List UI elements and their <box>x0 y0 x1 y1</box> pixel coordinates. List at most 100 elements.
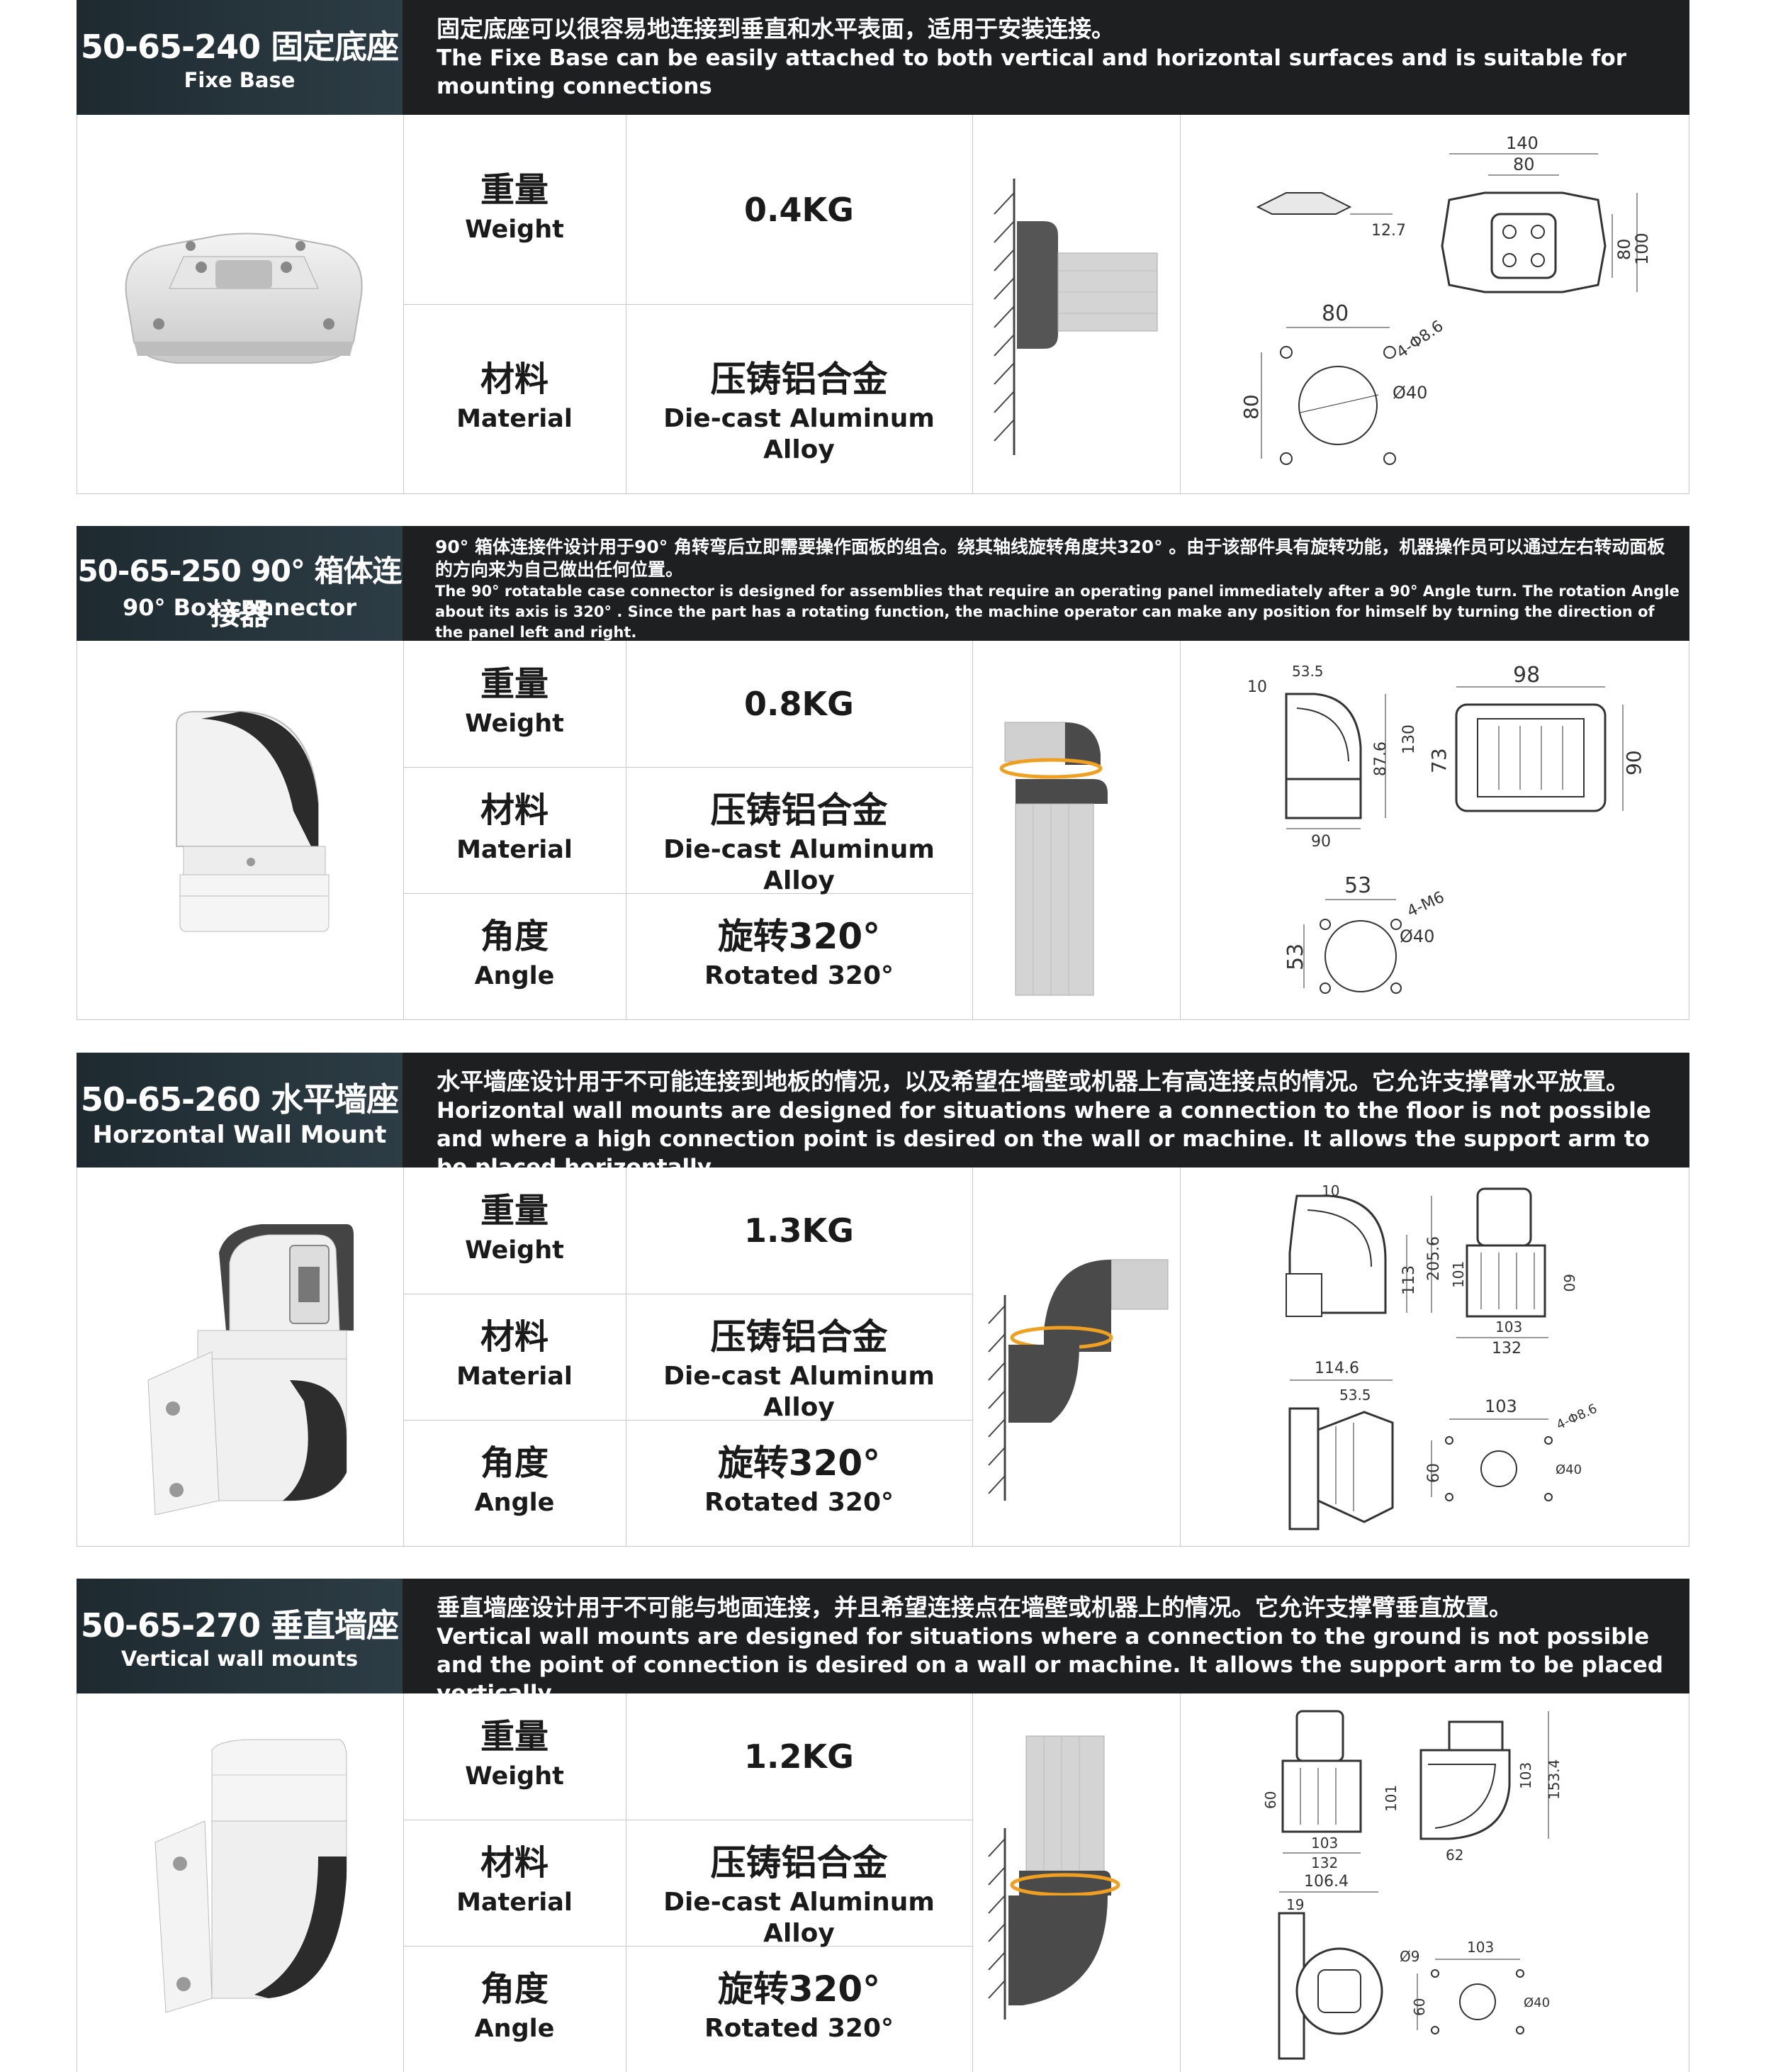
dim-label: 90 <box>1311 833 1331 851</box>
spec-label: 角度 Angle <box>403 1420 626 1546</box>
dim-label: 4-M6 <box>1405 888 1447 921</box>
label-cn: 重量 <box>480 1717 549 1757</box>
product-photo <box>77 1167 404 1546</box>
material-value-cn: 压铸铝合金 <box>710 1316 888 1357</box>
description-cn: 垂直墙座设计用于不可能与地面连接，并且希望连接点在墙壁或机器上的情况。它允许支撑… <box>437 1594 1512 1621</box>
spec-value: 压铸铝合金 Die-cast Aluminum Alloy <box>626 767 973 895</box>
model-badge: 50-65-240 固定底座 Fixe Base <box>77 0 403 115</box>
label-cn: 重量 <box>480 664 549 704</box>
dim-label: 114.6 <box>1315 1360 1359 1377</box>
spec-row-material: 材料 Material 压铸铝合金 Die-cast Aluminum Allo… <box>403 304 973 494</box>
material-value-en: Die-cast Aluminum Alloy <box>663 403 935 464</box>
model-code: 50-65-270 垂直墙座 <box>80 1606 399 1645</box>
model-name-en: Fixe Base <box>184 68 296 92</box>
angle-value-cn: 旋转320° <box>717 1969 881 2010</box>
model-badge: 50-65-270 垂直墙座 Vertical wall mounts <box>77 1579 403 1693</box>
description-en: The 90° rotatable case connector is desi… <box>435 583 1680 641</box>
product-photo <box>77 115 404 493</box>
spec-row-material: 材料 Material 压铸铝合金 Die-cast Aluminum Allo… <box>403 1820 973 1948</box>
dim-label: 80 <box>1614 238 1634 260</box>
mounting-illustration <box>973 115 1181 493</box>
angle-value-cn: 旋转320° <box>717 1443 881 1484</box>
label-cn: 重量 <box>480 1191 549 1231</box>
description-cn: 水平墙座设计用于不可能连接到地板的情况，以及希望在墙壁或机器上有高连接点的情况。… <box>437 1068 1629 1095</box>
material-value-en: Die-cast Aluminum Alloy <box>663 835 935 895</box>
dim-label: Ø40 <box>1556 1462 1582 1477</box>
dim-label: Ø9 <box>1400 1948 1419 1965</box>
spec-label: 材料 Material <box>403 767 626 893</box>
description-cn: 固定底座可以很容易地连接到垂直和水平表面，适用于安装连接。 <box>437 15 1115 43</box>
section-header: 50-65-260 水平墙座 Horzontal Wall Mount 水平墙座… <box>77 1053 1689 1180</box>
material-value-en: Die-cast Aluminum Alloy <box>663 1362 935 1422</box>
spec-row-material: 材料 Material 压铸铝合金 Die-cast Aluminum Allo… <box>403 767 973 895</box>
label-en: Weight <box>465 1762 564 1791</box>
dim-label: 103 <box>1495 1318 1522 1335</box>
label-en: Material <box>456 836 573 864</box>
spec-label: 重量 Weight <box>403 115 626 304</box>
description-en: The Fixe Base can be easily attached to … <box>437 45 1627 99</box>
section-body: 重量 Weight 1.2KG 材料 Material 压铸铝合金 Die-ca… <box>77 1693 1689 2072</box>
label-en: Material <box>456 1888 573 1917</box>
dim-label: 153.4 <box>1546 1759 1563 1800</box>
dim-label: 80 <box>1513 155 1535 174</box>
technical-drawing: 60 101 103 132 103 153.4 62 106.4 19 Ø9 <box>1180 1693 1689 2072</box>
spec-label: 角度 Angle <box>403 1946 626 2072</box>
dim-label: 10 <box>1247 678 1267 696</box>
spec-row-angle: 角度 Angle 旋转320° Rotated 320° <box>403 1420 973 1546</box>
angle-value-en: Rotated 320° <box>704 1488 894 1517</box>
dim-label: Ø40 <box>1400 926 1434 946</box>
spec-value: 旋转320° Rotated 320° <box>626 1420 973 1546</box>
model-badge: 50-65-250 90° 箱体连接器 90° Box connector <box>77 526 403 641</box>
model-code: 50-65-250 90° 箱体连接器 <box>77 554 402 632</box>
spec-label: 角度 Angle <box>403 893 626 1019</box>
weight-value: 0.8KG <box>744 685 854 723</box>
label-cn: 重量 <box>480 169 549 210</box>
mounting-illustration <box>973 641 1181 1019</box>
dim-label: 103 <box>1311 1835 1338 1852</box>
spec-row-weight: 重量 Weight 1.2KG <box>403 1693 973 1820</box>
description-en: Horizontal wall mounts are designed for … <box>437 1098 1651 1180</box>
dim-label: 12.7 <box>1371 222 1406 240</box>
label-en: Angle <box>474 1489 555 1517</box>
spec-value: 压铸铝合金 Die-cast Aluminum Alloy <box>626 304 973 493</box>
model-name-en: Vertical wall mounts <box>120 1647 359 1671</box>
dim-label: 19 <box>1286 1896 1304 1913</box>
dim-label: 60 <box>1425 1463 1443 1483</box>
dim-label: 80 <box>1239 394 1263 420</box>
spec-value: 压铸铝合金 Die-cast Aluminum Alloy <box>626 1294 973 1422</box>
label-en: Weight <box>465 710 564 738</box>
dim-label: 87.6 <box>1372 741 1390 776</box>
model-code: 50-65-260 水平墙座 <box>80 1080 399 1119</box>
weight-value: 0.4KG <box>744 190 854 229</box>
dim-label: Ø40 <box>1393 383 1427 403</box>
dim-label: 10 <box>1322 1182 1339 1199</box>
technical-drawing: 12.7 140 80 80 100 80 4-Φ8.6 <box>1180 115 1689 493</box>
product-description: 垂直墙座设计用于不可能与地面连接，并且希望连接点在墙壁或机器上的情况。它允许支撑… <box>437 1593 1680 1708</box>
label-en: Weight <box>465 215 564 244</box>
dim-label: 60 <box>1411 1998 1428 2016</box>
dim-label: Ø40 <box>1524 1995 1550 2010</box>
material-value-cn: 压铸铝合金 <box>710 358 888 400</box>
dim-label: 101 <box>1450 1261 1467 1288</box>
dim-label: 4-Φ8.6 <box>1393 318 1446 362</box>
product-description: 90° 箱体连接件设计用于90° 角转弯后立即需要操作面板的组合。绕其轴线旋转角… <box>435 536 1680 643</box>
spec-value: 1.2KG <box>626 1693 973 1820</box>
model-code: 50-65-240 固定底座 <box>80 28 399 66</box>
spec-row-weight: 重量 Weight 0.4KG <box>403 115 973 305</box>
label-en: Weight <box>465 1236 564 1265</box>
product-section-horizontal-wall-mount: 50-65-260 水平墙座 Horzontal Wall Mount 水平墙座… <box>77 1053 1689 1547</box>
label-cn: 材料 <box>480 790 549 830</box>
dim-label: 140 <box>1506 133 1539 153</box>
spec-value: 旋转320° Rotated 320° <box>626 893 973 1019</box>
technical-drawing: 10 113 205.6 101 60 103 132 114.6 53.5 <box>1180 1167 1689 1546</box>
dim-label: 113 <box>1400 1265 1418 1295</box>
spec-value: 0.4KG <box>626 115 973 304</box>
label-cn: 角度 <box>480 1443 549 1483</box>
dim-label: 62 <box>1446 1847 1463 1864</box>
section-header: 50-65-270 垂直墙座 Vertical wall mounts 垂直墙座… <box>77 1579 1689 1706</box>
mounting-illustration <box>973 1167 1181 1546</box>
product-section-vertical-wall-mount: 50-65-270 垂直墙座 Vertical wall mounts 垂直墙座… <box>77 1579 1689 2072</box>
dim-label: 60 <box>1560 1274 1577 1292</box>
weight-value: 1.3KG <box>744 1211 854 1250</box>
product-photo <box>77 1693 404 2072</box>
